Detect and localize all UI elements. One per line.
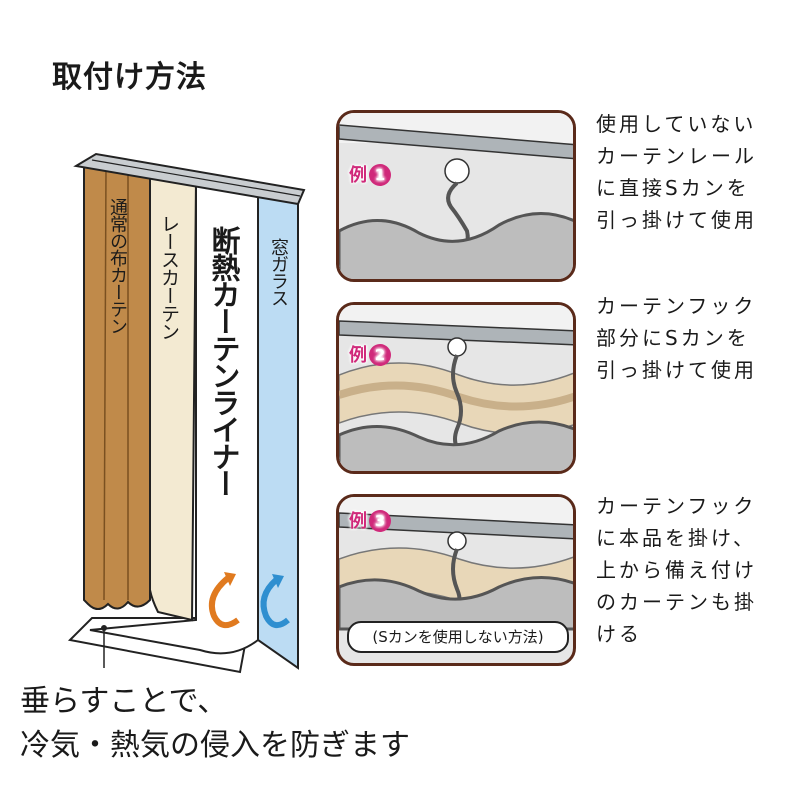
example-2-illustration xyxy=(339,305,573,471)
brown-curtain-shape xyxy=(83,160,151,610)
example-1-illustration xyxy=(339,113,573,279)
lace-curtain-label: レースカーテン xyxy=(158,214,180,340)
cold-air-arrow-icon xyxy=(260,577,290,629)
caption-line-1: 垂らすことで、 xyxy=(20,684,228,719)
warm-air-arrow-icon xyxy=(208,575,240,629)
example-1-description: 使用していないカーテンレールに直接Sカンを引っ掛けて使用 xyxy=(596,112,757,232)
example-2-description: カーテンフック部分にSカンを引っ掛けて使用 xyxy=(596,294,757,382)
example-3-description: カーテンフックに本品を掛け、上から備え付けのカーテンも掛ける xyxy=(596,494,757,646)
brown-curtain-label: 通常の布カーテン xyxy=(107,198,128,334)
liner-label: 断熱カーテンライナー xyxy=(207,226,241,496)
page-title: 取付け方法 xyxy=(52,60,207,95)
example-3-note: (Sカンを使用しない方法) xyxy=(347,621,569,653)
liner-shape xyxy=(89,178,259,655)
example-3-illustration xyxy=(339,497,573,631)
window-glass-label: 窓ガラス xyxy=(268,238,289,306)
curtain-diagram xyxy=(67,152,306,674)
caption-line-2: 冷気・熱気の侵入を防ぎます xyxy=(20,728,410,763)
